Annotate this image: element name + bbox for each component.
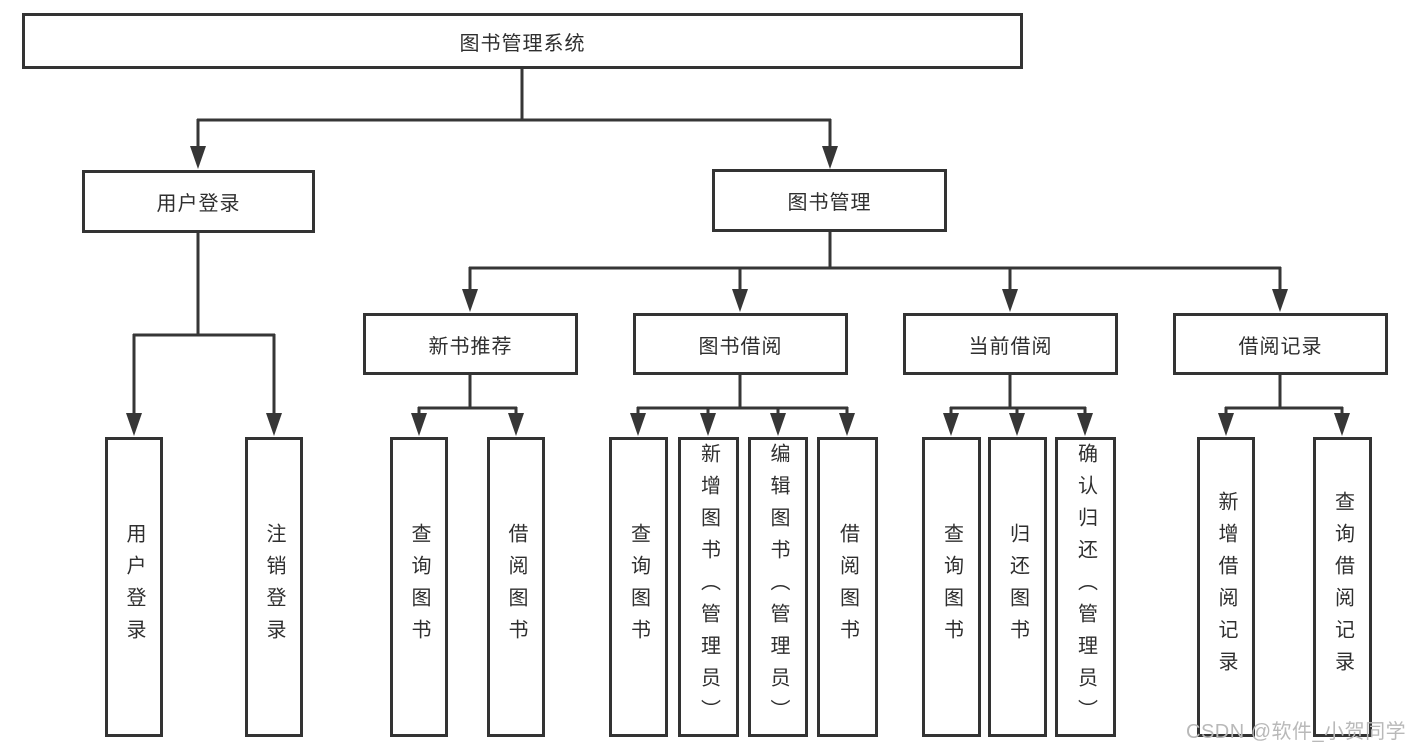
leaf-query-books-recommend: 查询图书 bbox=[390, 437, 448, 737]
node-library-management-system: 图书管理系统 bbox=[22, 13, 1023, 69]
leaf-query-books-borrow: 查询图书 bbox=[609, 437, 668, 737]
leaf-user-login: 用户登录 bbox=[105, 437, 163, 737]
node-user-login: 用户登录 bbox=[82, 170, 315, 233]
leaf-add-borrow-record: 新增借阅记录 bbox=[1197, 437, 1255, 737]
node-borrow-records: 借阅记录 bbox=[1173, 313, 1388, 375]
leaf-confirm-return-admin: 确认归还（管理员） bbox=[1055, 437, 1116, 737]
leaf-borrow-books: 借阅图书 bbox=[817, 437, 878, 737]
leaf-edit-book-admin: 编辑图书（管理员） bbox=[748, 437, 808, 737]
node-book-borrow: 图书借阅 bbox=[633, 313, 848, 375]
node-new-book-recommend: 新书推荐 bbox=[363, 313, 578, 375]
node-book-management: 图书管理 bbox=[712, 169, 947, 232]
csdn-watermark: CSDN @软件_小贺同学 bbox=[1186, 721, 1405, 743]
node-current-borrow: 当前借阅 bbox=[903, 313, 1118, 375]
leaf-query-borrow-record: 查询借阅记录 bbox=[1313, 437, 1372, 737]
leaf-query-books-current: 查询图书 bbox=[922, 437, 981, 737]
leaf-add-book-admin: 新增图书（管理员） bbox=[678, 437, 739, 737]
leaf-borrow-books-recommend: 借阅图书 bbox=[487, 437, 545, 737]
leaf-logout: 注销登录 bbox=[245, 437, 303, 737]
leaf-return-book: 归还图书 bbox=[988, 437, 1047, 737]
